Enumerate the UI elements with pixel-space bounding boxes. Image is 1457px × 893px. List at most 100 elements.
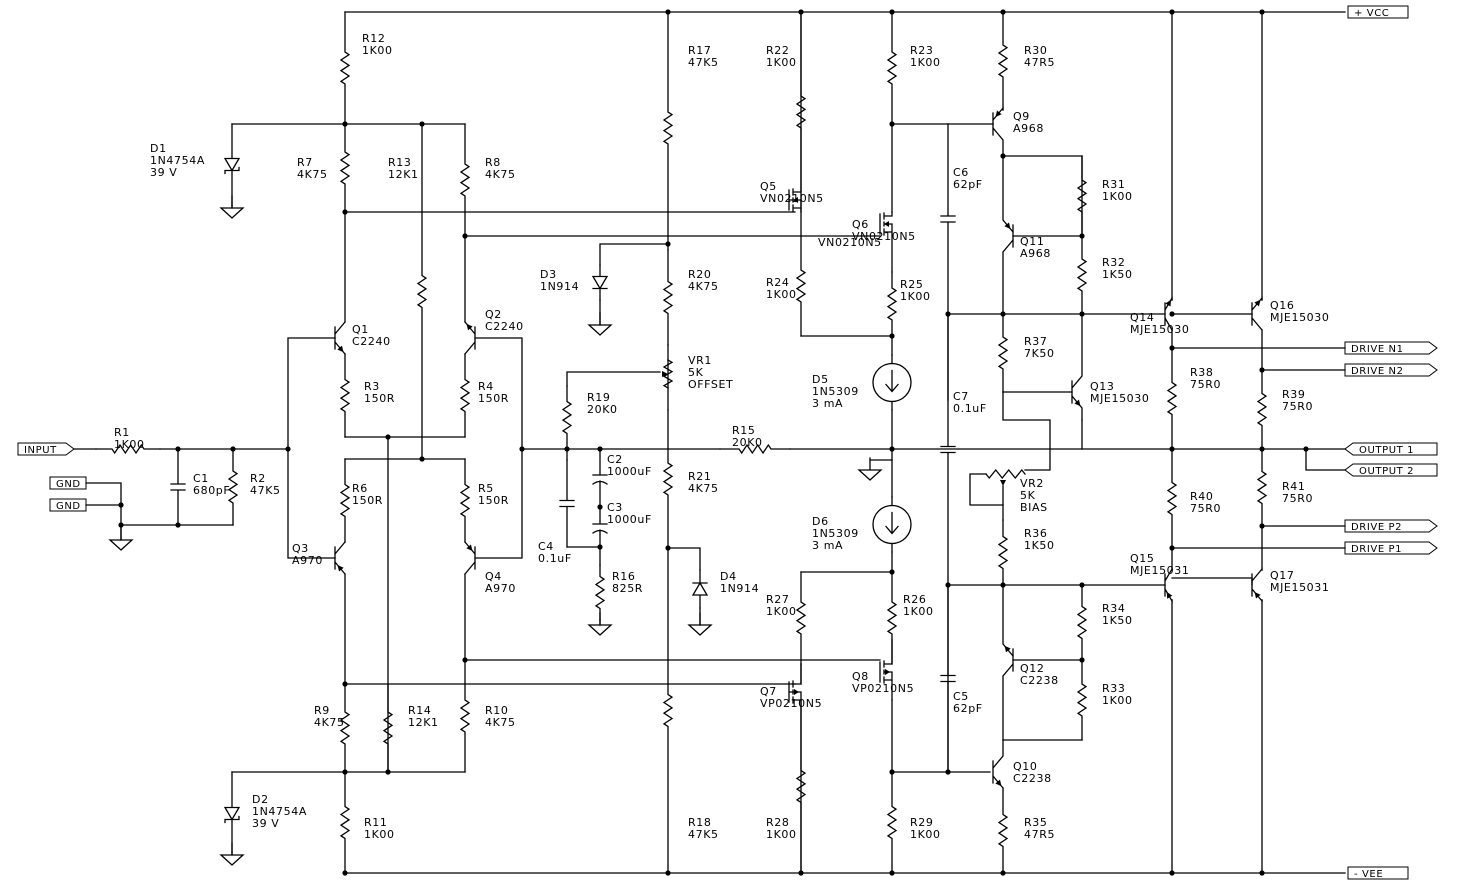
q12-transistor bbox=[1002, 584, 1014, 741]
q1-emitter-arrow bbox=[337, 345, 344, 353]
q15-ref-label: Q15 bbox=[1130, 552, 1154, 565]
r23-resistor bbox=[886, 11, 898, 125]
r12-value-label: 1K00 bbox=[362, 44, 393, 57]
d5-ref-label: D5 bbox=[812, 373, 829, 386]
junction-dot bbox=[342, 681, 348, 687]
q7-mosfet bbox=[788, 663, 802, 874]
q5-ref-label: Q5 bbox=[760, 180, 777, 193]
wire bbox=[287, 337, 336, 450]
r18-value-label: 47K5 bbox=[688, 828, 719, 841]
r39-resistor bbox=[1256, 369, 1268, 450]
q7-ref-label: Q7 bbox=[760, 685, 777, 698]
junction-dot bbox=[945, 769, 951, 775]
drive-n2-port-label: DRIVE N2 bbox=[1351, 366, 1404, 377]
r23-value-label: 1K00 bbox=[910, 56, 941, 69]
r31-value-label: 1K00 bbox=[1102, 190, 1133, 203]
r35-resistor bbox=[997, 787, 1009, 874]
wire bbox=[1002, 155, 1083, 237]
r39-ref-label: R39 bbox=[1282, 388, 1305, 401]
junction-dot bbox=[1169, 9, 1175, 15]
r12-resistor bbox=[339, 11, 351, 125]
r36-resistor bbox=[997, 519, 1009, 586]
q10-value-label: C2238 bbox=[1013, 772, 1052, 785]
c1-capacitor bbox=[170, 448, 186, 526]
q9-value-label: A968 bbox=[1013, 122, 1044, 135]
r32-resistor bbox=[1076, 235, 1088, 315]
r5-value-label: 150R bbox=[478, 494, 509, 507]
gnd-1-port-flag bbox=[49, 476, 87, 490]
r29-ref-label: R29 bbox=[910, 816, 933, 829]
c7-capacitor bbox=[940, 313, 956, 586]
junction-dot bbox=[1079, 233, 1085, 239]
gnd-2-port-label: GND bbox=[56, 501, 81, 512]
r15-value-label: 20K0 bbox=[732, 436, 763, 449]
c5-capacitor bbox=[940, 584, 956, 773]
q13-value-label: MJE15030 bbox=[1090, 392, 1149, 405]
ground-symbol bbox=[857, 457, 883, 481]
r41-resistor bbox=[1256, 448, 1268, 527]
d5-current-diode-circle bbox=[872, 362, 912, 403]
r18-resistor bbox=[662, 547, 674, 874]
junction-dot bbox=[1000, 153, 1006, 159]
r35-value-label: 47R5 bbox=[1024, 828, 1055, 841]
q2-value-label: C2240 bbox=[485, 320, 524, 333]
r9-value-label: 4K75 bbox=[314, 716, 345, 729]
junction-dot bbox=[665, 9, 671, 15]
r4-value-label: 150R bbox=[478, 392, 509, 405]
r17-ref-label: R17 bbox=[688, 44, 711, 57]
r2-ref-label: R2 bbox=[250, 472, 266, 485]
c2-ref-label: C2 bbox=[607, 453, 623, 466]
r1-ref-label: R1 bbox=[114, 426, 130, 439]
d5-value-label: 1N5309 bbox=[812, 385, 859, 398]
junction-dot bbox=[175, 446, 181, 452]
r15-ref-label: R15 bbox=[732, 424, 755, 437]
wire bbox=[599, 243, 669, 266]
junction-dot bbox=[1079, 582, 1085, 588]
junction-dot bbox=[1259, 870, 1265, 876]
vr2-extra-label: BIAS bbox=[1020, 501, 1048, 514]
junction-dot bbox=[889, 769, 895, 775]
junction-dot bbox=[1000, 311, 1006, 317]
junction-dot bbox=[342, 121, 348, 127]
d3-diode bbox=[591, 264, 609, 301]
r11-resistor bbox=[339, 771, 351, 874]
d6-ref-label: D6 bbox=[812, 515, 829, 528]
d2-diode bbox=[223, 771, 241, 856]
junction-dot bbox=[1000, 582, 1006, 588]
r7-ref-label: R7 bbox=[297, 156, 313, 169]
junction-dot bbox=[564, 446, 570, 452]
vr1-ref-label: VR1 bbox=[688, 354, 712, 367]
c5-ref-label: C5 bbox=[953, 690, 969, 703]
q11-transistor bbox=[1002, 155, 1014, 315]
q14-ref-label: Q14 bbox=[1130, 311, 1154, 324]
d2-ref-label: D2 bbox=[252, 793, 269, 806]
r40-ref-label: R40 bbox=[1190, 490, 1213, 503]
r19-value-label: 20K0 bbox=[587, 403, 618, 416]
junction-dot bbox=[175, 522, 181, 528]
q11-emitter-arrow bbox=[1004, 222, 1011, 229]
r22-ref-label: R22 bbox=[766, 44, 789, 57]
gnd-2-port-flag bbox=[49, 498, 87, 512]
junction-dot bbox=[385, 769, 391, 775]
wires bbox=[73, 11, 1346, 874]
r30-resistor bbox=[997, 11, 1009, 111]
junction-dot bbox=[419, 456, 425, 462]
q3-emitter-arrow bbox=[337, 565, 344, 572]
q17-value-label: MJE15031 bbox=[1270, 581, 1329, 594]
wire bbox=[667, 547, 701, 571]
r27-resistor bbox=[795, 571, 807, 665]
vcc-port-flag bbox=[1347, 5, 1409, 19]
junction-dots bbox=[118, 9, 1309, 876]
r11-value-label: 1K00 bbox=[364, 828, 395, 841]
r25-value-label: 1K00 bbox=[900, 290, 931, 303]
q12-emitter-arrow bbox=[1004, 645, 1011, 653]
junction-dot bbox=[1079, 657, 1085, 663]
d4-ref-label: D4 bbox=[720, 570, 737, 583]
r21-ref-label: R21 bbox=[688, 470, 711, 483]
junction-dot bbox=[118, 502, 124, 508]
d3-value-label: 1N914 bbox=[540, 280, 579, 293]
r20-value-label: 4K75 bbox=[688, 280, 719, 293]
r15-resistor bbox=[719, 443, 791, 455]
c5-value-label: 62pF bbox=[953, 702, 983, 715]
r2-resistor bbox=[227, 448, 239, 526]
